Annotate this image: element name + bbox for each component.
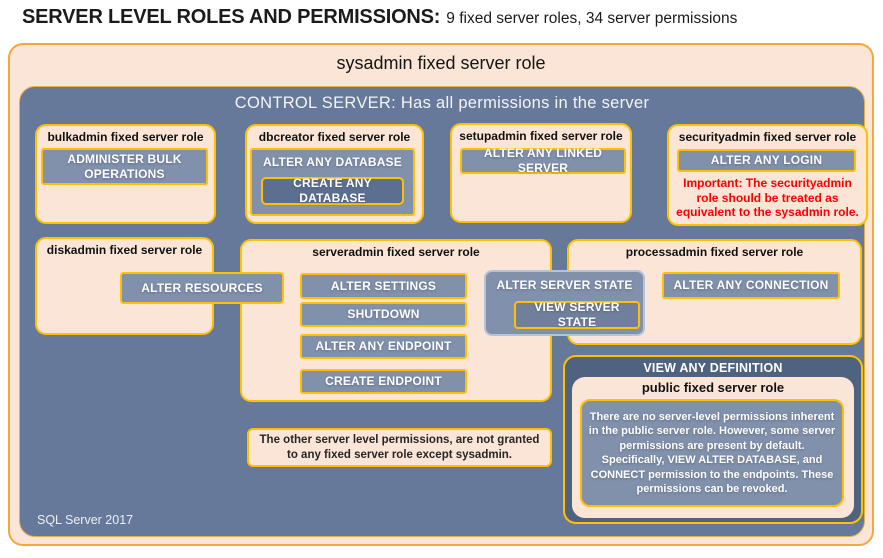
page-title-sub: 9 fixed server roles, 34 server permissi… — [446, 10, 738, 27]
securityadmin-warning-text: Important: The securityadmin role should… — [676, 176, 859, 219]
securityadmin-role-box: securityadmin fixed server role ALTER AN… — [667, 124, 868, 226]
setupadmin-role-title: setupadmin fixed server role — [459, 129, 623, 143]
permission-create-any-database: CREATE ANY DATABASE — [261, 176, 404, 205]
permission-alter-any-endpoint: ALTER ANY ENDPOINT — [300, 334, 467, 359]
bulkadmin-role-title: bulkadmin fixed server role — [47, 130, 204, 144]
permission-view-any-definition: VIEW ANY DEFINITION — [643, 361, 783, 375]
sql-server-version-label: SQL Server 2017 — [37, 513, 134, 527]
permission-view-server-state: VIEW SERVER STATE — [514, 300, 640, 329]
permission-alter-any-database: ALTER ANY DATABASE CREATE ANY DATABASE — [250, 148, 415, 216]
sysadmin-role-container: sysadmin fixed server role CONTROL SERVE… — [8, 43, 874, 546]
processadmin-role-title: processadmin fixed server role — [625, 245, 804, 259]
page-title-main: SERVER LEVEL ROLES AND PERMISSIONS: — [22, 6, 441, 28]
control-server-label: CONTROL SERVER: Has all permissions in t… — [234, 94, 650, 112]
permission-alter-any-login: ALTER ANY LOGIN — [677, 149, 856, 172]
permission-alter-any-linked-server: ALTER ANY LINKED SERVER — [460, 146, 626, 175]
permission-shutdown: SHUTDOWN — [300, 302, 467, 327]
permission-alter-any-database-label: ALTER ANY DATABASE — [263, 155, 402, 169]
permission-administer-bulk-operations: ADMINISTER BULK OPERATIONS — [41, 148, 208, 185]
permission-alter-any-connection: ALTER ANY CONNECTION — [662, 272, 840, 299]
dbcreator-role-title: dbcreator fixed server role — [258, 130, 411, 144]
permission-alter-resources: ALTER RESOURCES — [120, 272, 284, 304]
bulkadmin-role-box: bulkadmin fixed server role ADMINISTER B… — [35, 124, 216, 224]
permission-create-endpoint: CREATE ENDPOINT — [300, 369, 467, 394]
sysadmin-role-label: sysadmin fixed server role — [336, 53, 546, 73]
public-role-box: public fixed server role There are no se… — [572, 377, 854, 518]
permission-alter-settings: ALTER SETTINGS — [300, 273, 467, 299]
control-server-container: CONTROL SERVER: Has all permissions in t… — [19, 86, 868, 537]
securityadmin-role-title: securityadmin fixed server role — [678, 130, 857, 144]
public-role-description: There are no server-level permissions in… — [580, 399, 844, 507]
public-role-title: public fixed server role — [641, 380, 785, 395]
permission-alter-server-state-label: ALTER SERVER STATE — [496, 278, 633, 292]
serveradmin-role-title: serveradmin fixed server role — [312, 245, 480, 259]
diskadmin-role-title: diskadmin fixed server role — [46, 243, 203, 257]
other-permissions-note: The other server level permissions, are … — [247, 428, 552, 467]
dbcreator-role-box: dbcreator fixed server role ALTER ANY DA… — [245, 124, 424, 224]
permission-alter-server-state: ALTER SERVER STATE VIEW SERVER STATE — [484, 270, 645, 336]
page-title: SERVER LEVEL ROLES AND PERMISSIONS: 9 fix… — [22, 6, 737, 29]
setupadmin-role-box: setupadmin fixed server role ALTER ANY L… — [450, 123, 632, 223]
view-any-definition-box: VIEW ANY DEFINITION public fixed server … — [563, 355, 863, 524]
